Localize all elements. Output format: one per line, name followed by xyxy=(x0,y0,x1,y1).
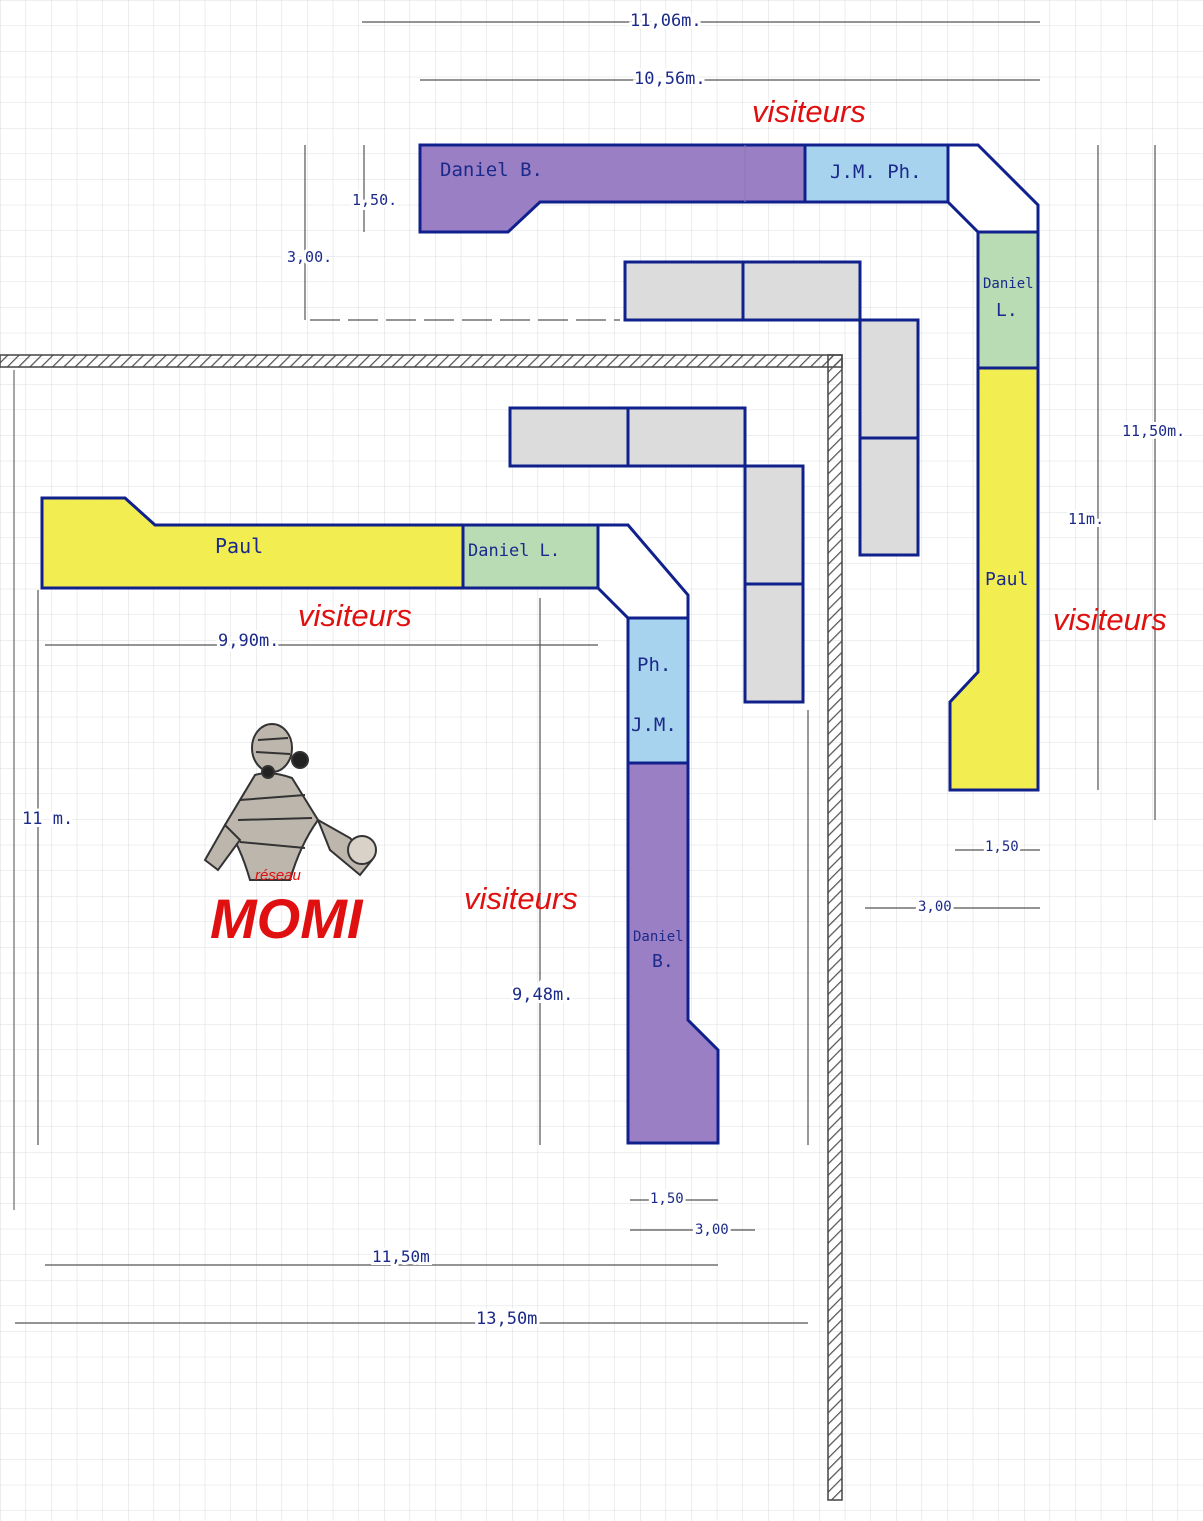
visitor-labels: visiteurs visiteurs visiteurs visiteurs xyxy=(298,94,1167,916)
label-top-daniel-b: Daniel B. xyxy=(440,159,543,181)
dim-right-depth: 1,50 xyxy=(985,839,1019,855)
dim-left-depth: 1,50 xyxy=(650,1191,684,1207)
visitors-top: visiteurs xyxy=(752,94,866,129)
module-grey-right-2 xyxy=(858,436,920,557)
module-grey-right-1 xyxy=(858,318,920,440)
dim-left-width: 9,90m. xyxy=(218,631,279,651)
visitors-right: visiteurs xyxy=(1053,602,1167,637)
label-left-ph: Ph. xyxy=(637,654,671,676)
dim-left-offset: 3,00 xyxy=(695,1222,729,1238)
hall-wall xyxy=(0,354,843,1501)
dimension-labels: 11,06m. 10,56m. 1,50. 3,00. 11,50m. 11m.… xyxy=(19,8,1188,1332)
label-left-paul: Paul xyxy=(215,534,263,558)
module-grey-mid-3 xyxy=(743,464,805,586)
module-grey-top-2 xyxy=(741,260,862,322)
label-left-daniel-l: Daniel L. xyxy=(468,541,560,561)
momi-logo: réseau MOMI xyxy=(203,723,377,950)
module-daniel-l-right xyxy=(976,230,1040,370)
visitors-middle: visiteurs xyxy=(298,598,412,633)
mummy-figure-icon xyxy=(203,723,377,881)
module-jm-ph-top xyxy=(803,143,950,204)
module-daniel-b-left xyxy=(626,761,720,1145)
label-right-paul: Paul xyxy=(985,569,1028,590)
module-grey-mid-2 xyxy=(626,406,747,468)
dim-top-offset: 3,00. xyxy=(287,248,332,266)
label-right-l: L. xyxy=(996,300,1018,321)
module-grey-top-1 xyxy=(623,260,745,322)
dim-top-depth: 1,50. xyxy=(352,191,397,209)
dimension-lines xyxy=(15,21,1156,1324)
label-left-b: B. xyxy=(652,951,674,972)
dim-right-total: 11,50m. xyxy=(1122,422,1185,440)
dim-left-height: 11 m. xyxy=(22,809,73,829)
logo-momi: MOMI xyxy=(210,887,364,950)
dim-right-inner: 11m. xyxy=(1068,510,1104,528)
grey-modules xyxy=(508,260,920,704)
label-right-daniel: Daniel xyxy=(983,276,1034,292)
dim-left-vertical: 9,48m. xyxy=(512,985,573,1005)
module-grey-mid-1 xyxy=(508,406,630,468)
logo-reseau: réseau xyxy=(255,867,302,884)
dim-top-2: 10,56m. xyxy=(634,69,706,89)
dim-top-1: 11,06m. xyxy=(630,11,702,31)
label-left-daniel: Daniel xyxy=(633,929,684,945)
visitors-bottom: visiteurs xyxy=(464,881,578,916)
label-left-jm: J.M. xyxy=(631,714,677,736)
module-grey-mid-4 xyxy=(743,582,805,704)
module-paul-right xyxy=(948,366,1040,792)
layout-bottom-left xyxy=(40,496,720,1145)
dim-right-offset: 3,00 xyxy=(918,899,952,915)
dim-bottom-1: 11,50m xyxy=(372,1247,430,1266)
layout-top-right xyxy=(418,143,1040,792)
module-ph-jm-left xyxy=(626,616,690,765)
dim-bottom-2: 13,50m xyxy=(476,1309,537,1329)
label-top-jm-ph: J.M. Ph. xyxy=(830,161,922,183)
module-labels: Daniel B. J.M. Ph. Daniel L. Paul Paul D… xyxy=(215,159,1034,972)
